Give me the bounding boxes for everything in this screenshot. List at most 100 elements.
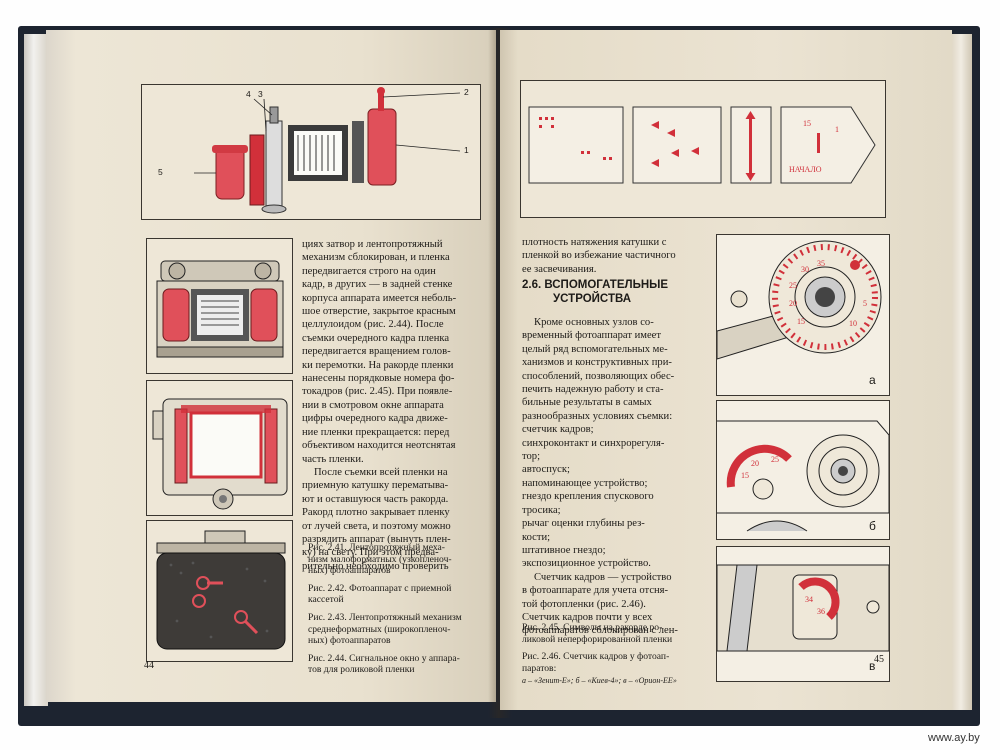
body-line: штативное гнездо; xyxy=(522,544,606,556)
body-line: ние пленки прекращается: перед xyxy=(302,426,450,438)
body-line: Счетчик кадров почти у всех xyxy=(522,611,653,623)
body-line: циях затвор и лентопротяжный xyxy=(302,239,443,250)
figure-2-46-c: 34 36 в xyxy=(716,546,890,682)
body-line: тросика; xyxy=(522,504,561,516)
panel-label-a: а xyxy=(869,373,876,387)
body-line: передвигается строго на один xyxy=(302,265,436,277)
body-line: печить надежную работу и ста- xyxy=(522,384,664,396)
figure-2-43 xyxy=(146,380,293,516)
body-line: тор; xyxy=(522,451,541,463)
body-line: часть пленки. xyxy=(302,453,364,465)
left-page-edges xyxy=(24,34,48,706)
body-line: той фотопленки (рис. 2.46). xyxy=(522,598,646,610)
body-line: Кроме основных узлов со- xyxy=(534,317,654,328)
caption-line: Рис. 2.44. Сигнальное окно у аппара- xyxy=(308,652,460,664)
figure-2-46-b: 15 20 25 б xyxy=(716,400,890,540)
page-number-left: 44 xyxy=(144,660,154,671)
body-line: объективом находится неотснятая xyxy=(302,440,456,452)
body-line: приемную катушку перематыва- xyxy=(302,480,449,492)
body-line: Ракорд плотно закрывает пленку xyxy=(302,507,450,519)
dial-b-25: 25 xyxy=(771,455,779,464)
body-line: синхроконтакт и синхрорегуля- xyxy=(522,437,665,449)
leader-label-1: 1 xyxy=(835,125,839,134)
dial-b-15: 15 xyxy=(741,471,749,480)
dial-a-20: 20 xyxy=(789,299,797,308)
caption-line: тов для роликовой пленки xyxy=(308,664,415,676)
dial-a-5: 5 xyxy=(863,299,867,308)
body-line: ют и оставшуюся часть ракорда. xyxy=(302,493,449,505)
figure-2-46-a: 35 30 25 20 15 10 5 а xyxy=(716,234,890,396)
caption-line: ных) фотоаппаратов xyxy=(308,565,391,577)
body-line: токадров (рис. 2.45). При появле- xyxy=(302,386,453,398)
callout-2: 2 xyxy=(464,87,469,97)
dial-a-30: 30 xyxy=(801,265,809,274)
body-line: После съемки всей пленки на xyxy=(314,466,448,478)
body-line: напоминающее устройство; xyxy=(522,477,648,489)
body-line: корпуса аппарата имеется неболь- xyxy=(302,292,457,304)
caption-line: среднеформатных (широкопленоч- xyxy=(308,623,451,635)
caption-line: Рис. 2.43. Лентопротяжный механизм xyxy=(308,611,462,623)
figure-2-45: 15 1 НАЧАЛО xyxy=(520,80,886,218)
right-page: 15 1 НАЧАЛО плотность натяжения катушки … xyxy=(500,30,952,710)
body-line: экспозиционное устройство. xyxy=(522,558,651,570)
caption-line: Рис. 2.42. Фотоаппарат с приемной xyxy=(308,582,452,594)
right-page-edges xyxy=(950,34,972,710)
heading-line: УСТРОЙСТВА xyxy=(553,293,632,305)
body-line: в фотоаппарате для учета отсня- xyxy=(522,585,669,597)
body-line: автоспуск; xyxy=(522,464,570,476)
caption-line: кассетой xyxy=(308,594,344,606)
body-line: фотоаппаратов сблокирован с лен- xyxy=(522,625,678,637)
caption-line: Рис. 2.41. Лентопротяжный меха- xyxy=(308,542,445,553)
body-line: временный фотоаппарат имеет xyxy=(522,330,662,342)
figure-2-44 xyxy=(146,520,293,662)
callout-1: 1 xyxy=(464,145,469,155)
panel-label-c: в xyxy=(869,659,876,673)
body-line: ее засвечивания. xyxy=(522,263,597,275)
callout-3: 3 xyxy=(258,89,263,99)
figure-2-41: 5 4 3 2 1 xyxy=(141,84,481,220)
left-captions: Рис. 2.41. Лентопротяжный меха- низм мал… xyxy=(308,542,494,676)
callout-4: 4 xyxy=(246,89,251,99)
body-line: счетчик кадров; xyxy=(522,424,594,436)
dial-a-35: 35 xyxy=(817,259,825,268)
body-line: Счетчик кадров — устройство xyxy=(534,571,672,583)
caption-line: Рис. 2.46. Счетчик кадров у фотоап- xyxy=(522,651,670,663)
caption-line: Рис. 2.45. Символы на ракорде ро- xyxy=(522,622,663,633)
body-line: разнообразных условиях съемки: xyxy=(522,410,673,422)
body-line: ки перемотки. На ракорде пленки xyxy=(302,359,454,371)
callout-5: 5 xyxy=(158,167,163,177)
right-body-text: Кроме основных узлов со- временный фотоа… xyxy=(522,316,708,638)
caption-line: низм малоформатных (узкопленоч- xyxy=(308,553,452,565)
section-heading: 2.6. ВСПОМОГАТЕЛЬНЫЕ УСТРОЙСТВА xyxy=(522,278,668,306)
body-line: гнездо крепления спускового xyxy=(522,491,654,503)
body-line: разрядить аппарат (вынуть плен- xyxy=(302,533,451,545)
body-line: целлулоидом (рис. 2.44). После xyxy=(302,319,444,331)
body-line: съемки очередного кадра пленка xyxy=(302,332,450,344)
leader-label-15: 15 xyxy=(803,119,811,128)
body-line: ку) на свету. При этом предва- xyxy=(302,547,439,559)
body-line: бильные результаты в самых xyxy=(522,397,652,409)
dial-b-20: 20 xyxy=(751,459,759,468)
dial-a-10: 10 xyxy=(849,319,857,328)
left-body-text: циях затвор и лентопротяжный механизм сб… xyxy=(302,238,488,573)
body-line: целый ряд вспомогательных ме- xyxy=(522,343,668,355)
body-line: от лучей света, и поэтому можно xyxy=(302,520,451,532)
dial-c-34: 34 xyxy=(805,595,813,604)
right-top-text: плотность натяжения катушки с пленкой во… xyxy=(522,236,708,276)
body-line: нанесены порядковые номера фо- xyxy=(302,373,455,385)
body-line: передвигается вращением голов- xyxy=(302,346,451,358)
right-captions: Рис. 2.45. Символы на ракорде ро- ликово… xyxy=(522,622,718,686)
caption-line: ликовой неперфорированной пленки xyxy=(522,633,673,645)
body-line: способлений, позволяющих обес- xyxy=(522,370,675,382)
body-line: механизм сблокирован, и пленка xyxy=(302,252,450,264)
heading-line: 2.6. ВСПОМОГАТЕЛЬНЫЕ xyxy=(522,279,669,291)
body-line: рительно необходимо проверить xyxy=(302,560,449,572)
caption-line: ных) фотоаппаратов xyxy=(308,635,391,647)
body-line: цифры очередного кадра движе- xyxy=(302,413,448,425)
caption-subline: а – «Зенит-Е»; б – «Киев-4»; в – «Орион-… xyxy=(522,676,677,686)
dial-a-25: 25 xyxy=(789,281,797,290)
figure-2-42 xyxy=(146,238,293,374)
body-line: ханизмов и конструктивных при- xyxy=(522,357,672,369)
body-line: рычаг оценки глубины рез- xyxy=(522,518,645,530)
body-line: пленкой во избежание частичного xyxy=(522,250,676,262)
